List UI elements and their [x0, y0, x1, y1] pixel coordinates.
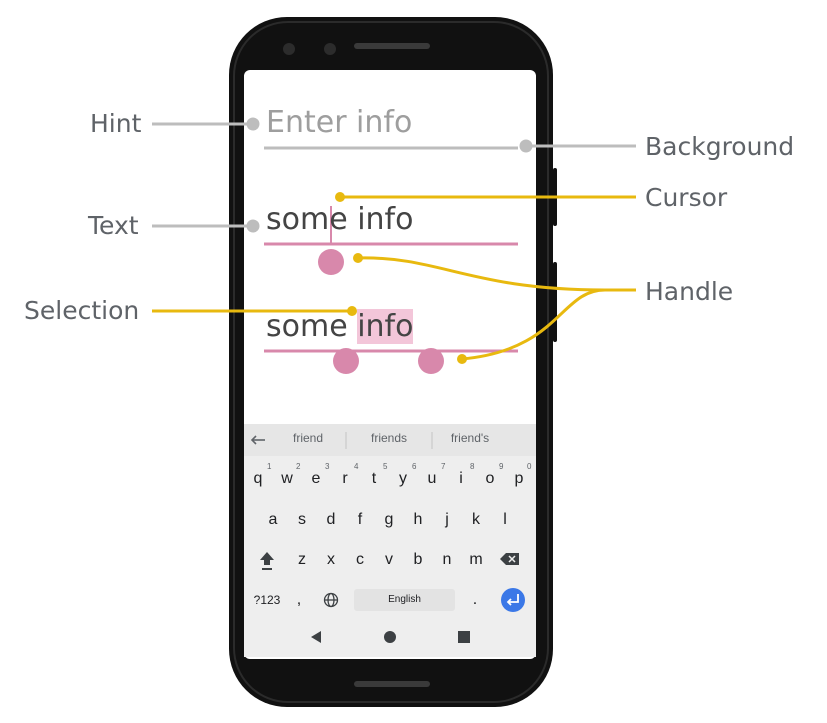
triangle-back-icon[interactable] — [311, 631, 321, 643]
key-z[interactable]: z — [298, 551, 306, 568]
key-d[interactable]: d — [326, 511, 336, 528]
selection-field-value[interactable]: some info — [266, 309, 414, 344]
top-speaker — [354, 43, 430, 49]
backspace-icon[interactable] — [500, 553, 519, 565]
handle-leader-upper — [357, 256, 636, 292]
selected-text: info — [357, 309, 414, 344]
key-k[interactable]: k — [472, 511, 480, 528]
key-b[interactable]: b — [413, 551, 423, 568]
key-l[interactable]: l — [503, 511, 507, 528]
key-f[interactable]: f — [357, 511, 363, 528]
key-g[interactable]: g — [384, 511, 394, 528]
background-annotation-label: Background — [645, 132, 795, 161]
key-hint-6: 6 — [412, 462, 417, 471]
cursor-handle[interactable] — [318, 249, 344, 275]
front-sensor — [324, 43, 336, 55]
text-annotation-label: Text — [88, 211, 139, 240]
cursor-annotation-label: Cursor — [645, 183, 728, 212]
key-p[interactable]: p — [514, 470, 524, 487]
key-u[interactable]: u — [427, 470, 437, 487]
key-hint-0: 0 — [527, 462, 532, 471]
shift-icon[interactable] — [260, 552, 274, 570]
key-hint-9: 9 — [499, 462, 504, 471]
selection-leader-dot — [347, 306, 357, 316]
text-field-value[interactable]: some info — [266, 205, 413, 235]
bottom-speaker — [354, 681, 430, 687]
selection-annotation-label: Selection — [24, 296, 140, 325]
key-x[interactable]: x — [327, 551, 335, 568]
globe-icon[interactable] — [323, 592, 339, 608]
key-q[interactable]: q — [253, 470, 263, 487]
key-n[interactable]: n — [442, 551, 452, 568]
key-hint-7: 7 — [441, 462, 446, 471]
suggestion-3[interactable]: friend's — [450, 431, 490, 445]
key-t[interactable]: t — [371, 470, 377, 487]
key-y[interactable]: y — [399, 470, 407, 487]
key-hint-1: 1 — [267, 462, 272, 471]
enter-icon[interactable] — [501, 588, 525, 612]
period-key[interactable]: . — [472, 591, 478, 608]
symbols-key[interactable]: ?123 — [253, 593, 281, 607]
square-recents-icon[interactable] — [458, 631, 470, 643]
handle-annotation-label: Handle — [645, 277, 734, 306]
key-v[interactable]: v — [385, 551, 393, 568]
handle-leader-dot-lower — [457, 354, 467, 364]
selection-end-handle[interactable] — [418, 348, 444, 374]
handle-leader-lower — [461, 288, 606, 361]
comma-key[interactable]: , — [296, 591, 302, 608]
circle-home-icon[interactable] — [384, 631, 396, 643]
cursor-leader-dot — [335, 192, 345, 202]
key-w[interactable]: w — [281, 470, 293, 487]
key-a[interactable]: a — [268, 511, 278, 528]
key-c[interactable]: c — [356, 551, 364, 568]
key-h[interactable]: h — [413, 511, 423, 528]
text-leader-dot — [246, 219, 260, 233]
hint-field-placeholder[interactable]: Enter info — [266, 105, 413, 140]
arrow-left-icon[interactable] — [250, 435, 265, 445]
suggestion-strip — [244, 424, 536, 456]
key-j[interactable]: j — [445, 511, 449, 528]
hint-annotation-label: Hint — [90, 109, 142, 138]
text-value-before-cursor: some — [266, 202, 348, 237]
background-leader-dot — [519, 139, 533, 153]
selection-start-handle[interactable] — [333, 348, 359, 374]
key-hint-4: 4 — [354, 462, 359, 471]
front-camera — [283, 43, 295, 55]
key-s[interactable]: s — [298, 511, 306, 528]
key-hint-3: 3 — [325, 462, 330, 471]
space-bar[interactable]: English — [354, 589, 455, 611]
hint-leader-dot — [246, 117, 260, 131]
key-hint-8: 8 — [470, 462, 475, 471]
key-i[interactable]: i — [459, 470, 463, 487]
key-hint-5: 5 — [383, 462, 388, 471]
volume-button — [553, 262, 557, 342]
key-r[interactable]: r — [342, 470, 348, 487]
key-m[interactable]: m — [469, 551, 483, 568]
key-hint-2: 2 — [296, 462, 301, 471]
unselected-text: some — [266, 309, 358, 344]
key-o[interactable]: o — [485, 470, 495, 487]
handle-leader-dot-upper — [353, 253, 363, 263]
text-value-after-cursor: info — [347, 202, 414, 237]
key-e[interactable]: e — [311, 470, 321, 487]
suggestion-2[interactable]: friends — [370, 431, 408, 445]
suggestion-1[interactable]: friend — [292, 431, 324, 445]
